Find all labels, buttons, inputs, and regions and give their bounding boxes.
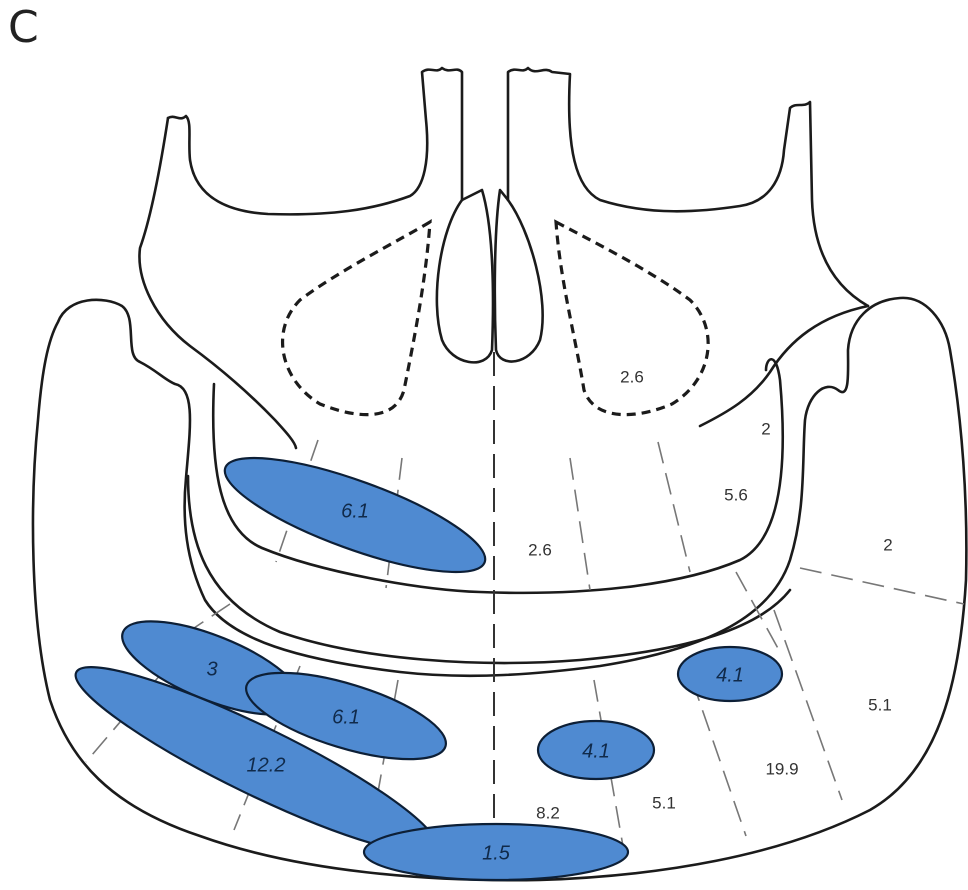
sinus-left [283, 222, 430, 415]
lesion-label: 3 [206, 658, 217, 680]
lesion-label: 4.1 [716, 664, 744, 686]
nasal-cavity-left [437, 190, 493, 362]
zygoma-right-outline [700, 306, 868, 426]
zone-value: 5.6 [724, 485, 748, 504]
zone-line [800, 568, 964, 604]
lesion-label: 12.2 [247, 754, 286, 776]
zone-value: 2 [761, 419, 770, 438]
zone-value: 5.1 [868, 695, 892, 714]
nasal-cavity-right [495, 190, 543, 361]
zone-value: 2 [883, 535, 892, 554]
lesion-label: 4.1 [582, 740, 610, 762]
zygoma-left-outline [139, 118, 296, 448]
zone-value: 5.1 [652, 793, 676, 812]
zone-line [736, 572, 780, 652]
zone-value: 19.9 [765, 759, 798, 778]
zone-line [658, 442, 690, 572]
lesions: 6.1 3 12.2 6.1 4.1 4.1 1.5 [61, 436, 782, 880]
lesion-label: 1.5 [482, 842, 511, 864]
maxilla-outline [168, 68, 868, 306]
lesion-label: 6.1 [332, 706, 360, 728]
zone-value: 2.6 [620, 367, 644, 386]
zone-line [570, 458, 590, 590]
mandible-outline [33, 298, 966, 880]
lesion-label: 6.1 [341, 500, 369, 522]
zone-value: 2.6 [528, 540, 552, 559]
zone-value: 8.2 [536, 803, 560, 822]
zone-line [692, 680, 746, 836]
